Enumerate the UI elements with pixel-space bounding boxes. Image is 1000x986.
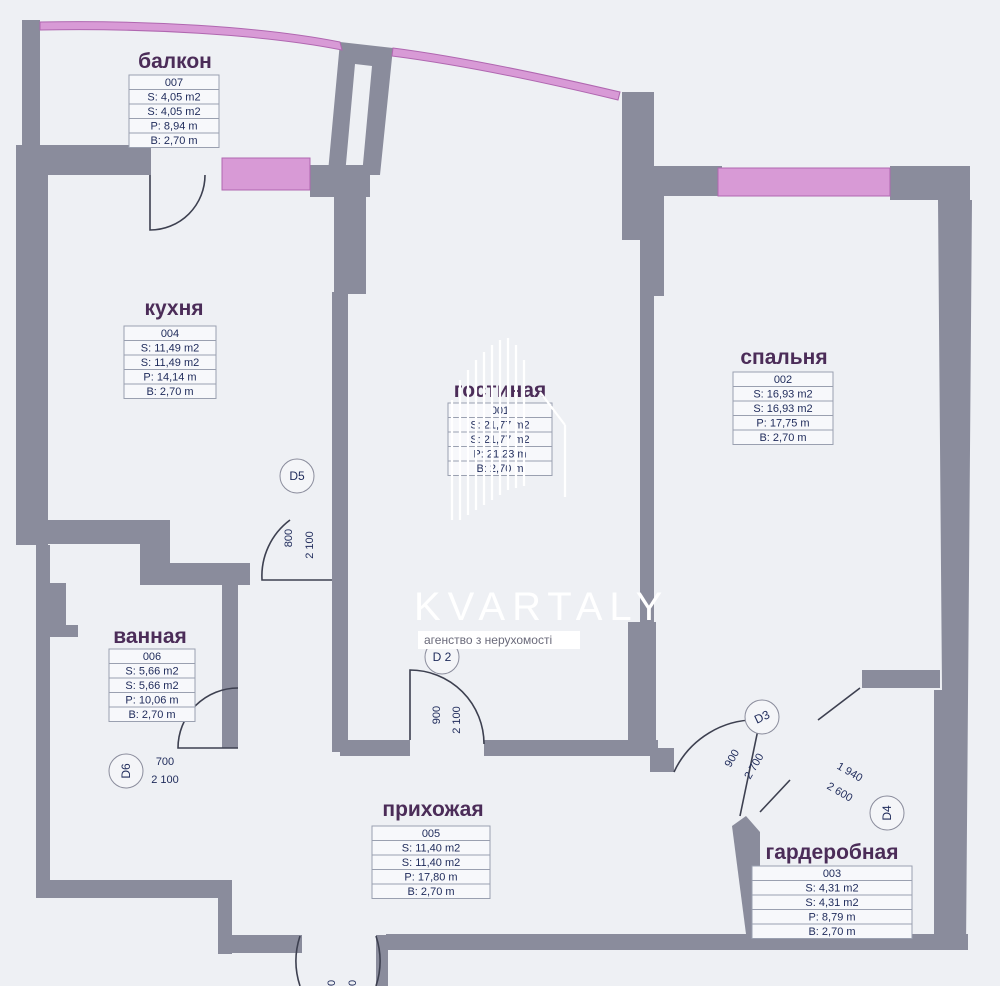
room-name: гардеробная — [766, 841, 899, 864]
room-metric: S: 11,40 m2 — [402, 857, 461, 869]
door-height: 2 100 — [451, 706, 463, 734]
room-metric: S: 4,31 m2 — [805, 897, 858, 909]
room-metric: S: 11,49 m2 — [141, 357, 200, 369]
room-info-cell — [128, 132, 220, 148]
room-metric: S: 11,40 m2 — [402, 843, 461, 855]
room-metric: B: 2,70 m — [128, 709, 175, 721]
door-width: 900 — [723, 748, 743, 770]
room-label-bathroom: ванная 006 S: 5,66 m2 S: 5,66 m2 P: 10,06 m B… — [108, 625, 196, 722]
room-info-cell — [123, 383, 217, 399]
door-tag: D3 — [752, 707, 772, 726]
room-metric: S: 16,93 m2 — [753, 403, 812, 415]
door-tag: D 2 — [433, 650, 452, 664]
room-id: 007 — [165, 77, 183, 89]
door-tag-circle — [744, 699, 780, 735]
door-height: 2 700 — [742, 752, 766, 782]
room-id: 004 — [161, 328, 179, 340]
door-tag-circle — [279, 458, 315, 494]
room-metric: S: 4,31 m2 — [805, 883, 858, 895]
door-height: 2 600 — [825, 780, 855, 804]
room-metric: P: 8,79 m — [808, 912, 855, 924]
room-metric: P: 10,06 m — [125, 695, 178, 707]
room-metric: P: 17,75 m — [756, 418, 809, 430]
door-d5: D5 800 2 100 — [279, 458, 316, 559]
room-metric: B: 2,70 m — [808, 926, 855, 938]
door-width: 1 940 — [835, 760, 865, 784]
door-width: 700 — [156, 756, 174, 768]
room-label-hallway: прихожая 005 S: 11,40 m2 S: 11,40 m2 P: 17,8… — [371, 798, 491, 899]
watermark-tagline: агенство з нерухомості — [424, 633, 552, 647]
room-metric: B: 2,70 m — [150, 135, 197, 147]
room-name: спальня — [740, 346, 827, 369]
door-width: 00 — [326, 980, 338, 986]
room-name: кухня — [144, 297, 203, 320]
room-info-cell — [732, 429, 834, 445]
room-id: 002 — [774, 374, 792, 386]
room-label-bedroom: спальня 002 S: 16,93 m2 S: 16,93 m2 P: 17,75… — [732, 346, 834, 445]
room-name: ванная — [113, 625, 187, 648]
door-height: 00 — [347, 980, 359, 986]
door-height: 2 100 — [304, 531, 316, 559]
room-info-cell — [108, 706, 196, 722]
windows — [39, 21, 891, 197]
room-metric: P: 8,94 m — [150, 121, 197, 133]
room-metric: P: 17,80 m — [404, 872, 457, 884]
room-metric: S: 4,05 m2 — [147, 106, 200, 118]
room-info-cell — [751, 923, 913, 939]
watermark-logo — [450, 338, 567, 520]
door-tag: D4 — [880, 805, 894, 821]
room-label-kitchen: кухня 004 S: 11,49 m2 S: 11,49 m2 P: 14,14 m… — [123, 297, 217, 399]
walls — [16, 20, 972, 986]
room-id: 006 — [143, 651, 161, 663]
room-metric: B: 2,70 m — [146, 386, 193, 398]
room-metric: S: 11,49 m2 — [141, 343, 200, 355]
door-width: 800 — [283, 529, 295, 547]
room-metric: P: 14,14 m — [143, 372, 196, 384]
room-metric: S: 4,05 m2 — [147, 92, 200, 104]
watermark: KVARTALY агенство з нерухомості — [414, 338, 669, 649]
room-info-cell — [371, 883, 491, 899]
room-metric: B: 2,70 m — [759, 432, 806, 444]
room-labels: балкон 007 S: 4,05 m2 S: 4,05 m2 P: 8,94 m B:… — [108, 50, 913, 939]
watermark-tagline-bg — [418, 631, 580, 649]
room-metric: S: 5,66 m2 — [125, 666, 178, 678]
door-entry: 00 00 — [326, 980, 359, 986]
door-tag-circle — [108, 753, 144, 789]
room-metric: S: 5,66 m2 — [125, 680, 178, 692]
room-label-wardrobe: гардеробная 003 S: 4,31 m2 S: 4,31 m2 P: 8,7… — [751, 841, 913, 939]
room-id: 005 — [422, 828, 440, 840]
door-tag-circle — [869, 795, 905, 831]
room-id: 003 — [823, 868, 841, 880]
room-metric: B: 2,70 m — [407, 886, 454, 898]
door-tag: D5 — [289, 469, 305, 483]
door-height: 2 100 — [151, 774, 179, 786]
room-label-balcony: балкон 007 S: 4,05 m2 S: 4,05 m2 P: 8,94 m B:… — [128, 50, 220, 148]
room-name: балкон — [138, 50, 212, 73]
room-metric: S: 16,93 m2 — [753, 389, 812, 401]
door-tag: D6 — [119, 763, 133, 779]
door-width: 900 — [431, 706, 443, 724]
room-name: прихожая — [382, 798, 483, 821]
watermark-brand: KVARTALY — [414, 585, 669, 629]
door-d6: D6 700 2 100 — [108, 753, 179, 789]
